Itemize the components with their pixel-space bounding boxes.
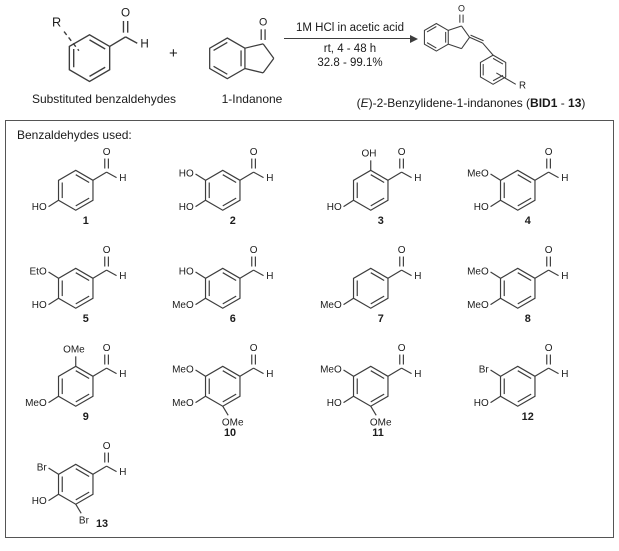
product-name-part: ( <box>356 96 361 110</box>
substituted-benzaldehyde-structure: R <box>52 6 150 83</box>
substituent-label: MeO <box>467 169 489 180</box>
conditions-reagent: 1M HCl in acetic acid <box>295 22 404 34</box>
substituent-label: HO <box>326 202 341 213</box>
substituent-label: HO <box>179 267 194 278</box>
benzaldehyde-11: MeO HO OMe 11 <box>310 340 457 438</box>
substituent-label: HO <box>32 496 47 507</box>
substituent-label: HO <box>32 202 47 213</box>
compound-number: 5 <box>83 313 89 325</box>
substituent-label: MeO <box>320 300 342 311</box>
substituent-label: OH <box>361 149 376 160</box>
product-name-13-bold: 13 <box>568 96 582 110</box>
compound-number: 8 <box>524 313 530 325</box>
substituent-label: MeO <box>25 398 47 409</box>
compound-number: 2 <box>230 215 236 227</box>
substituent-label: MeO <box>320 365 342 376</box>
benzaldehyde-grid: HO 1 HO HO 2 OH HO 3 MeO H <box>15 144 604 535</box>
substituent-label: OMe <box>369 417 391 428</box>
product-name-part: - <box>557 96 569 110</box>
reaction-arrow <box>284 34 418 43</box>
substituent-label: MeO <box>467 267 489 278</box>
compound-number: 10 <box>224 427 236 438</box>
conditions-yield: 32.8 - 99.1% <box>317 57 383 69</box>
substituent-label: Br <box>479 365 490 376</box>
oxygen-atom-label: O <box>458 3 465 13</box>
substituent-label: MeO <box>467 300 489 311</box>
benzaldehyde-2: HO HO 2 <box>162 144 309 241</box>
substituent-label: MeO <box>172 365 194 376</box>
substituent-label: HO <box>179 202 194 213</box>
benzaldehyde-13: Br HO Br 13 <box>15 438 162 535</box>
substituent-label: Br <box>37 463 48 474</box>
compound-number: 13 <box>96 518 108 530</box>
benzaldehyde-9: OMe MeO 9 <box>15 340 162 437</box>
benzaldehyde-4: MeO HO 4 <box>457 144 604 241</box>
benzaldehyde-5: EtO HO 5 <box>15 242 162 339</box>
r-group-label: R <box>52 14 61 29</box>
compound-number: 12 <box>521 411 533 423</box>
benzaldehyde-12: Br HO 12 <box>457 340 604 437</box>
reactant2-name: 1-Indanone <box>221 92 283 106</box>
benzylidene-indanone-structure: O R <box>423 3 526 91</box>
substituent-label: EtO <box>30 267 47 278</box>
benzaldehyde-10: MeO MeO OMe 10 <box>162 340 309 438</box>
indanone-structure: O <box>209 16 275 80</box>
product-name-part: ) <box>581 96 586 110</box>
reaction-conditions: 1M HCl in acetic acid rt, 4 - 48 h 32.8 … <box>284 21 418 70</box>
box-title: Benzaldehydes used: <box>17 128 132 142</box>
benzene-ring-with-cho <box>68 6 150 83</box>
substituent-label: MeO <box>172 398 194 409</box>
substituent-label: HO <box>474 202 489 213</box>
benzaldehyde-7: MeO 7 <box>310 242 457 339</box>
compound-number: 6 <box>230 313 236 325</box>
compound-number: 7 <box>377 313 383 325</box>
substituent-label: HO <box>474 398 489 409</box>
benzaldehyde-6: HO MeO 6 <box>162 242 309 339</box>
conditions-time: rt, 4 - 48 h <box>323 43 377 55</box>
benzaldehydes-box: Benzaldehydes used: HO 1 HO HO 2 OH HO 3 <box>5 120 614 538</box>
oxygen-atom-label: O <box>259 16 267 28</box>
substituent-label: OMe <box>63 345 85 356</box>
substituent-label: HO <box>32 300 47 311</box>
reactant1-name: Substituted benzaldehydes <box>31 92 177 106</box>
reaction-scheme: R Substituted benzaldehydes + O 1-Indano… <box>0 0 619 120</box>
product-name-bid-bold: BID1 <box>530 96 558 110</box>
plus-sign: + <box>169 45 178 62</box>
benzaldehyde-3: OH HO 3 <box>310 144 457 241</box>
compound-number: 9 <box>83 411 89 423</box>
substituent-label: Br <box>79 515 90 526</box>
product-name-part: )-2-Benzylidene-1-indanones ( <box>368 96 531 110</box>
benzaldehyde-8: MeO MeO 8 <box>457 242 604 339</box>
compound-number: 11 <box>372 427 384 438</box>
substituent-label: OMe <box>222 417 244 428</box>
compound-number: 1 <box>83 215 89 227</box>
benzaldehyde-1: HO 1 <box>15 144 162 241</box>
substituent-label: HO <box>179 169 194 180</box>
product-name: (E)-2-Benzylidene-1-indanones (BID1 - 13… <box>326 96 616 110</box>
compound-number: 4 <box>524 215 530 227</box>
substituent-label: HO <box>326 398 341 409</box>
compound-number: 3 <box>377 215 383 227</box>
product-name-e-italic: E <box>360 96 369 110</box>
substituent-label: MeO <box>172 300 194 311</box>
r-group-label: R <box>519 80 526 91</box>
